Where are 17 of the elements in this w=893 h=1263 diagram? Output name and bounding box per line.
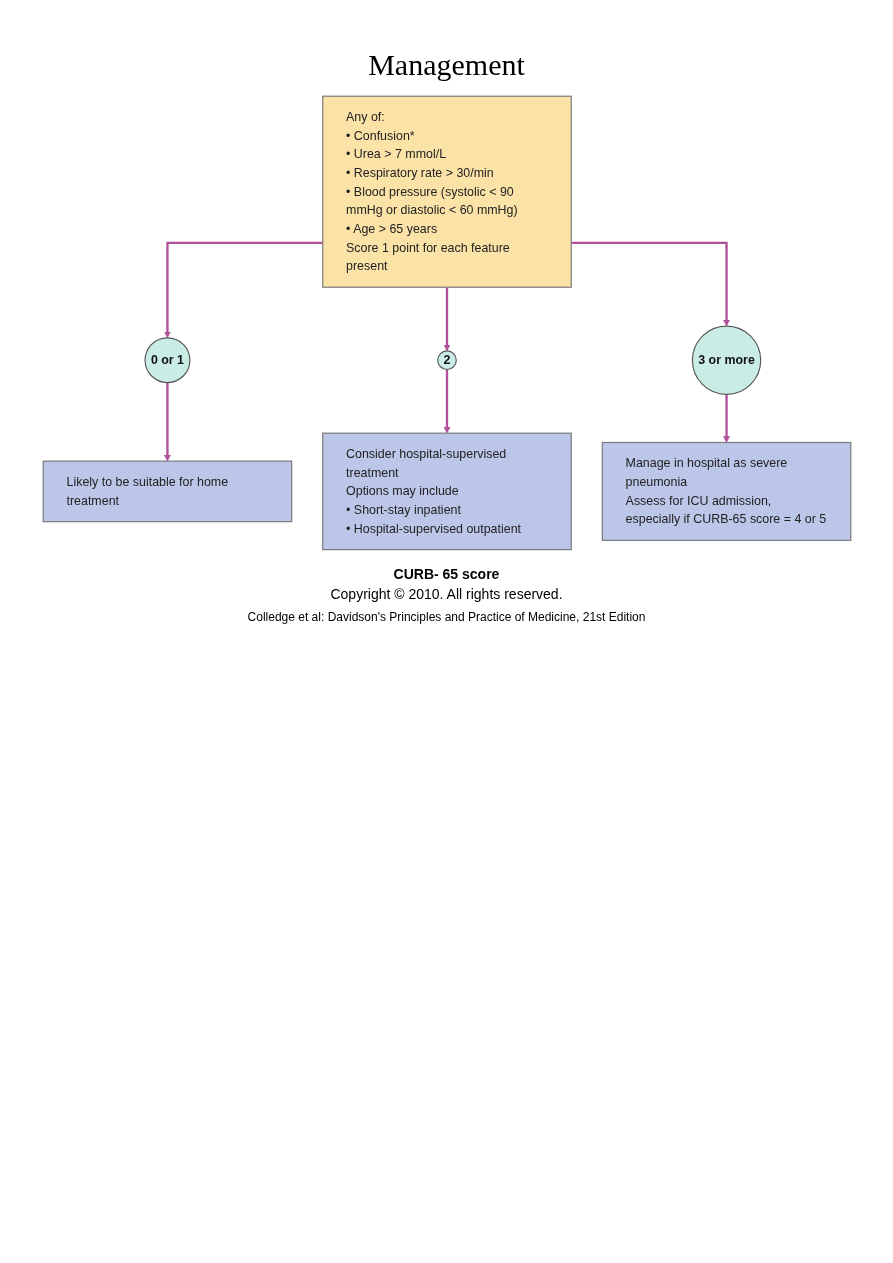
diagram-title: Management — [368, 48, 525, 82]
arrow — [443, 286, 450, 352]
note-text: Copyright © 2010. All rights reserved. — [330, 585, 563, 602]
arrow — [163, 381, 171, 462]
node-box: Manage in hospital as severe pneumonia Assess for ICU admission, especially if CURB-65 score = 4 or 5 — [601, 441, 851, 541]
node-circle: 3 or more — [691, 325, 761, 395]
node-circle: 2 — [436, 350, 457, 371]
arrow — [443, 368, 450, 434]
node-circle: 0 or 1 — [144, 337, 190, 384]
figure-caption: Colledge et al: Davidson's Principles and Practice of Medicine, 21st Edition — [247, 609, 646, 624]
node-box: Likely to be suitable for home treatment — [42, 460, 292, 523]
node-box: Consider hospital-supervised treatment Options may include • Short-stay inpatient • Hospital-supervised outpatient — [321, 432, 572, 551]
note-text: CURB- 65 score — [393, 565, 500, 582]
arrow — [163, 241, 323, 339]
arrow — [722, 393, 730, 443]
node-box: Any of: • Confusion* • Urea > 7 mmol/L • Respiratory rate > 30/min • Blood pressure (systolic < 90 mmHg or diastolic < 60 mmHg) • Age > 65 years Score 1 point for each feature present — [321, 95, 572, 288]
arrow — [570, 241, 730, 327]
